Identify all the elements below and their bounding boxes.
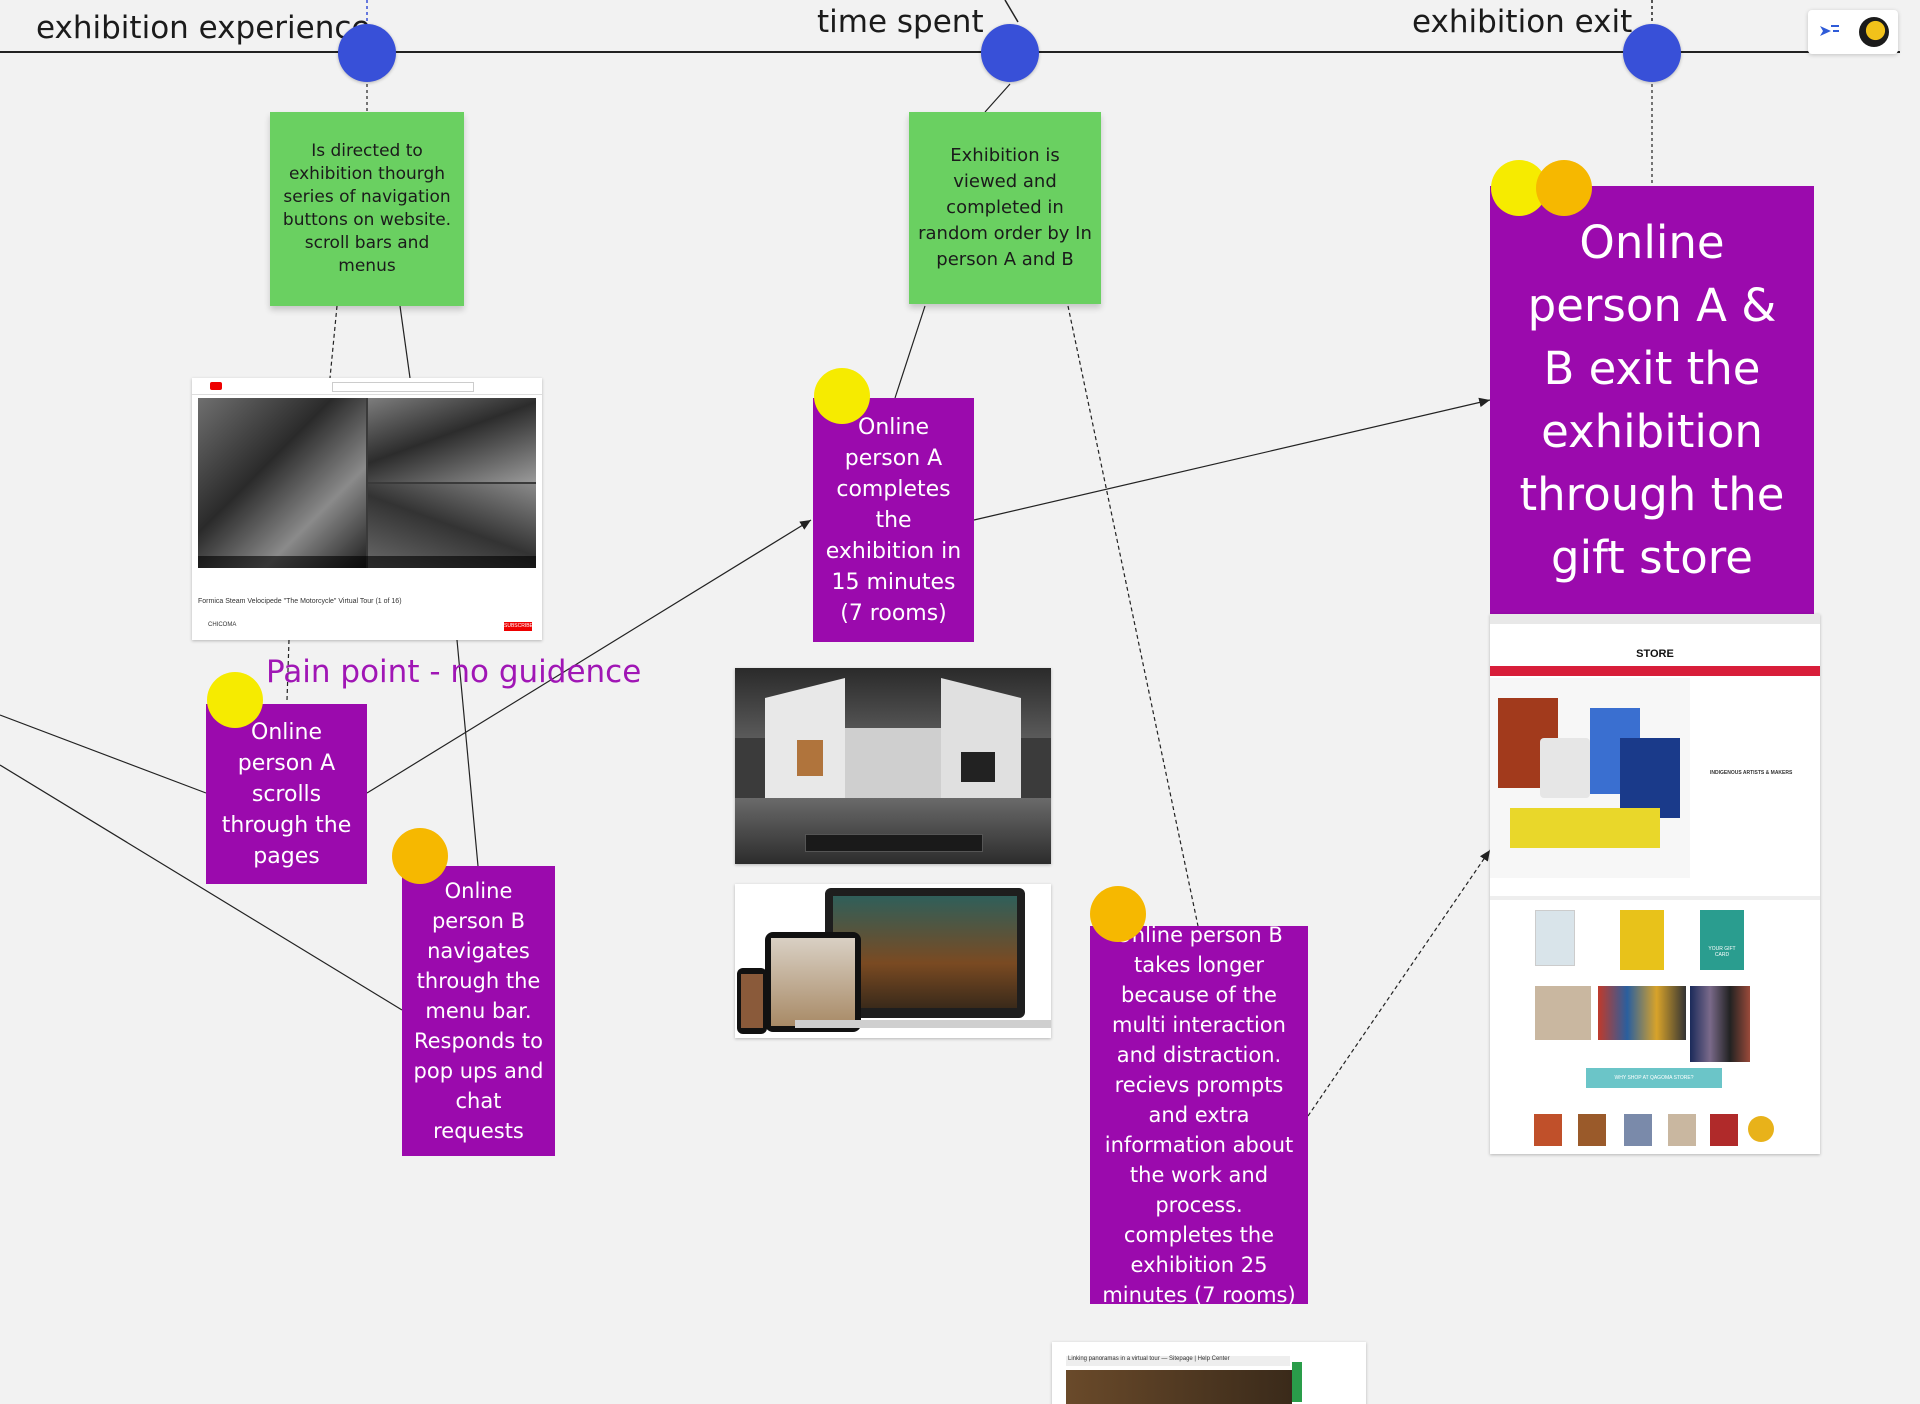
note-viewed-text: Exhibition is viewed and completed in ra… — [918, 145, 1092, 270]
note-person-b-longer[interactable]: Online person B takes longer because of … — [1090, 923, 1308, 1307]
note-person-b-longer-text: Online person B takes longer because of … — [1102, 923, 1296, 1307]
note-person-b-navigates-text: Online person B navigates through the me… — [413, 879, 544, 1143]
store-product-grid: YOUR GIFT CARD — [1530, 910, 1780, 1070]
store-gift-card: YOUR GIFT CARD — [1708, 946, 1736, 958]
store-hero-image — [1490, 678, 1690, 878]
note-directed[interactable]: Is directed to exhibition thourgh series… — [270, 112, 464, 306]
store-name: STORE — [1636, 648, 1674, 660]
person-b-marker — [1536, 160, 1592, 216]
store-caption: INDIGENOUS ARTISTS & MAKERS — [1710, 770, 1793, 776]
avatar[interactable] — [1859, 17, 1889, 47]
note-exit-store[interactable]: Online person A & B exit the exhibition … — [1490, 186, 1814, 614]
store-cta-button[interactable]: WHY SHOP AT QAGOMA STORE? — [1586, 1068, 1722, 1088]
store-cta-label: WHY SHOP AT QAGOMA STORE? — [1614, 1075, 1694, 1081]
note-exit-store-text: Online person A & B exit the exhibition … — [1519, 216, 1785, 584]
store-screenshot[interactable]: STORE INDIGENOUS ARTISTS & MAKERS YOUR G… — [1490, 614, 1820, 1154]
person-a-marker — [207, 672, 263, 728]
person-b-marker — [392, 828, 448, 884]
youtube-video-frame[interactable] — [198, 398, 536, 568]
pain-point-label: Pain point - no guidence — [266, 654, 642, 690]
note-person-a-completes[interactable]: Online person A completes the exhibition… — [813, 398, 974, 642]
youtube-video-title: Formica Steam Velocipede "The Motorcycle… — [198, 598, 402, 605]
stage-label-exit: exhibition exit — [1412, 4, 1633, 40]
device-gallery-screenshot[interactable] — [735, 884, 1051, 1038]
note-person-a-scrolls-text: Online person A scrolls through the page… — [221, 719, 352, 869]
youtube-channel: CHICOMA — [208, 622, 237, 628]
youtube-logo-icon — [210, 382, 222, 390]
stage-label-time: time spent — [817, 4, 984, 40]
filter-icon[interactable] — [1817, 20, 1841, 44]
stage-label-experience: exhibition experience — [36, 10, 371, 46]
note-person-b-navigates[interactable]: Online person B navigates through the me… — [402, 866, 555, 1156]
note-person-a-completes-text: Online person A completes the exhibition… — [825, 414, 962, 626]
youtube-subscribe-button[interactable]: SUBSCRIBE — [504, 622, 533, 631]
stage-dot-exit[interactable] — [1623, 24, 1681, 82]
board-toolbar — [1808, 10, 1898, 54]
youtube-screenshot[interactable]: Formica Steam Velocipede "The Motorcycle… — [192, 378, 542, 640]
youtube-subscribe-label: SUBSCRIBE — [504, 623, 533, 629]
person-b-marker — [1090, 886, 1146, 942]
note-directed-text: Is directed to exhibition thourgh series… — [282, 141, 452, 276]
stage-dot-experience[interactable] — [338, 24, 396, 82]
help-center-screenshot[interactable]: Linking panoramas in a virtual tour — Si… — [1052, 1342, 1366, 1404]
help-center-tab: Linking panoramas in a virtual tour — Si… — [1068, 1356, 1230, 1362]
note-person-a-scrolls[interactable]: Online person A scrolls through the page… — [206, 704, 367, 884]
note-viewed[interactable]: Exhibition is viewed and completed in ra… — [909, 112, 1101, 304]
person-a-marker — [814, 368, 870, 424]
virtual-gallery-screenshot[interactable] — [735, 668, 1051, 864]
stage-dot-time[interactable] — [981, 24, 1039, 82]
flower-icon — [1748, 1116, 1774, 1142]
